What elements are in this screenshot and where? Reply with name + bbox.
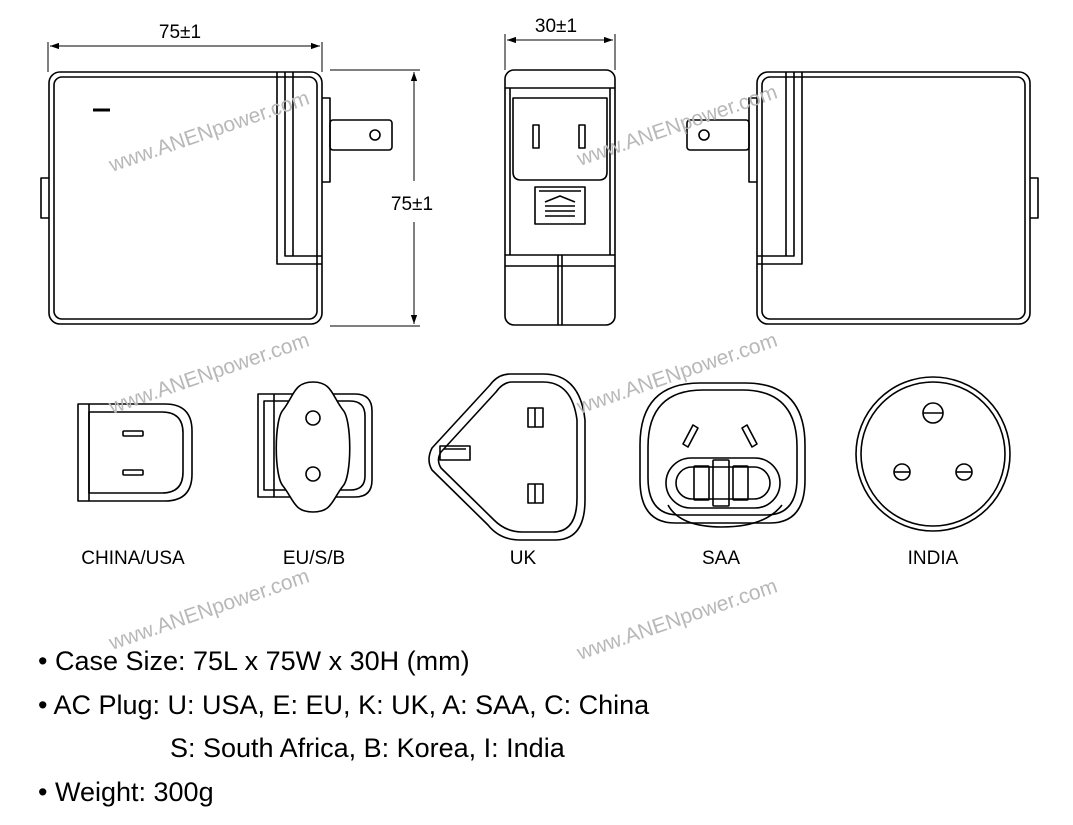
plug-india bbox=[855, 376, 1011, 532]
plug-uk bbox=[428, 373, 586, 541]
spec-weight-text: Weight: 300g bbox=[54, 776, 214, 807]
spec-list: • Case Size: 75L x 75W x 30H (mm) • AC P… bbox=[38, 640, 649, 814]
spec-case-size: • Case Size: 75L x 75W x 30H (mm) bbox=[38, 640, 649, 684]
dim-height-label: 75±1 bbox=[391, 194, 433, 215]
spec-ac-plug: • AC Plug: U: USA, E: EU, K: UK, A: SAA,… bbox=[38, 684, 649, 728]
bullet: • bbox=[38, 776, 48, 807]
side-view-left bbox=[40, 42, 420, 327]
watermark-text: www.ANENpower.com bbox=[573, 329, 780, 419]
plug-label-china-usa: CHINA/USA bbox=[81, 548, 185, 569]
bullet: • bbox=[38, 646, 48, 676]
plug-label-eu-s-b: EU/S/B bbox=[283, 548, 345, 569]
watermark-text: www.ANENpower.com bbox=[105, 329, 312, 419]
watermarks: www.ANENpower.com www.ANENpower.com www.… bbox=[105, 81, 780, 665]
spec-ac-plug-text: AC Plug: U: USA, E: EU, K: UK, A: SAA, C… bbox=[53, 689, 650, 720]
watermark-text: www.ANENpower.com bbox=[105, 87, 312, 177]
spec-weight: • Weight: 300g bbox=[38, 771, 649, 815]
spec-case-size-text: Case Size: 75L x 75W x 30H (mm) bbox=[54, 646, 470, 676]
plug-label-saa: SAA bbox=[702, 548, 740, 569]
dim-width-label: 75±1 bbox=[159, 22, 201, 43]
side-view-right bbox=[686, 71, 1039, 325]
plug-label-india: INDIA bbox=[908, 548, 959, 569]
dim-depth-label: 30±1 bbox=[535, 16, 577, 37]
bullet: • bbox=[38, 689, 48, 720]
plug-label-uk: UK bbox=[510, 548, 537, 569]
plug-saa bbox=[639, 382, 806, 528]
plug-china-usa bbox=[77, 403, 193, 502]
spec-ac-plug-continued: S: South Africa, B: Korea, I: India bbox=[170, 733, 565, 763]
plug-eu-s-b bbox=[257, 381, 373, 513]
front-view bbox=[504, 34, 616, 326]
